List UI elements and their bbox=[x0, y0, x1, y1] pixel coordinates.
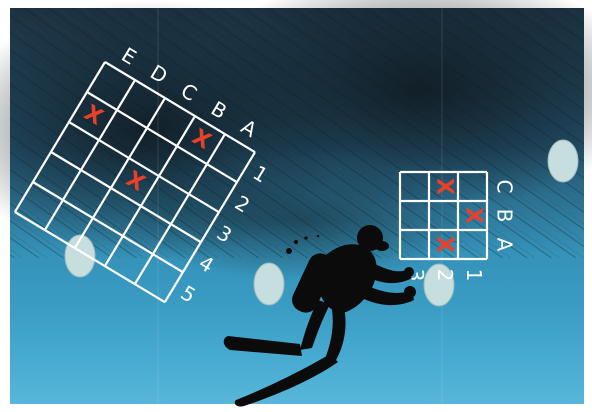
bubble-icon bbox=[304, 236, 307, 239]
grid-cell[interactable] bbox=[400, 201, 429, 230]
grid-cell[interactable] bbox=[400, 230, 429, 259]
grid-cell[interactable] bbox=[458, 172, 487, 201]
egg-icon[interactable] bbox=[548, 140, 578, 182]
cross-mark: X bbox=[461, 207, 486, 224]
egg-icon[interactable] bbox=[254, 263, 284, 305]
cross-mark: X bbox=[432, 236, 457, 253]
bubble-icon bbox=[317, 235, 320, 238]
row-label: B bbox=[493, 209, 517, 223]
row-label: A bbox=[493, 238, 517, 252]
cross-mark: X bbox=[432, 178, 457, 195]
row-label: C bbox=[493, 180, 517, 194]
bubble-icon bbox=[286, 248, 292, 254]
bubble-icon bbox=[294, 240, 298, 244]
column-label: 2 bbox=[433, 269, 457, 282]
column-label: 1 bbox=[462, 269, 486, 282]
grid-cell[interactable] bbox=[400, 172, 429, 201]
grid-cell[interactable] bbox=[458, 230, 487, 259]
grid-cell[interactable] bbox=[429, 201, 458, 230]
